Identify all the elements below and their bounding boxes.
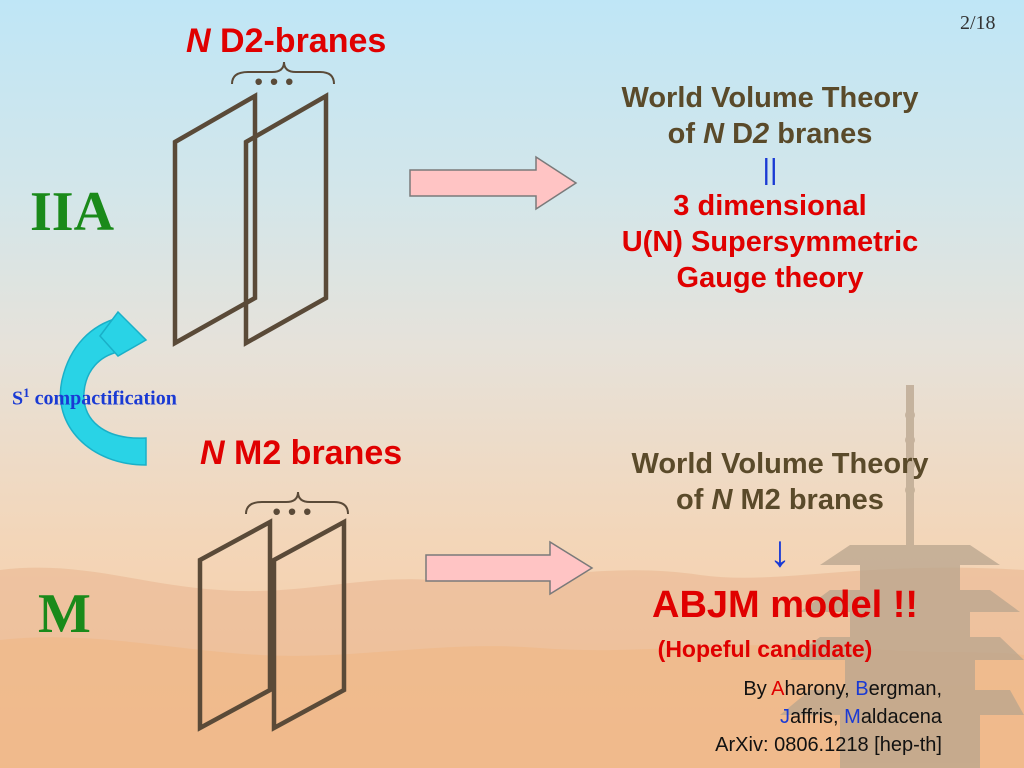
s1-compactification-label: S1 compactification (12, 385, 177, 411)
d2-brane-1 (172, 92, 258, 347)
d2-brace (231, 61, 335, 85)
m2-wv-line2: of N M2 branes (580, 482, 980, 518)
compactification-text: compactification (29, 387, 177, 410)
curved-arrow-head-icon (99, 310, 148, 357)
result-line1: 3 dimensional (673, 190, 867, 222)
d2-wv-line2: of N D2 branes (570, 116, 970, 152)
mountain-near (0, 637, 1024, 768)
d2-ellipsis: ··· (252, 59, 299, 104)
m2-brace (245, 491, 349, 515)
m2-branes-title: N M2 branes (200, 434, 402, 473)
d2-brane-2 (243, 92, 329, 347)
d2-right-arrow (409, 155, 578, 211)
m2-wv-of: of (676, 484, 712, 516)
d2-branes-title: N D2-branes (186, 22, 386, 61)
d2-wv-branes: branes (769, 118, 873, 150)
d2-world-volume-block: World Volume Theory of N D2 branes || 3 … (570, 80, 970, 296)
b-initial: B (855, 678, 869, 700)
bergman-rest: ergman, (868, 678, 942, 700)
authors-line1: By Aharony, Bergman, (612, 675, 942, 703)
jaffris-rest: affris, (790, 706, 845, 728)
m2-title-n: N (200, 434, 225, 472)
by-text: By (743, 678, 772, 700)
m2-title-rest: M2 branes (224, 434, 403, 472)
m2-ellipsis: ··· (270, 489, 317, 534)
d2-wv-n: N (703, 118, 725, 150)
s-letter: S (12, 387, 24, 410)
abjm-model-text: ABJM model !! (652, 584, 918, 626)
s-superscript: 1 (23, 385, 30, 400)
equals-sign: || (762, 154, 778, 186)
a-initial: A (771, 678, 785, 700)
m2-wv-line1: World Volume Theory (631, 448, 929, 480)
d2-wv-two: 2 (753, 118, 770, 150)
d2-wv-of: of (667, 118, 704, 150)
j-initial: J (780, 706, 791, 728)
maldacena-rest: aldacena (860, 706, 942, 728)
m2-brane-2 (271, 518, 347, 732)
d2-wv-d: D (724, 118, 754, 150)
authors-block: By Aharony, Bergman, Jaffris, Maldacena … (612, 675, 942, 759)
aharony-rest: harony, (784, 678, 856, 700)
m2-wv-n: N (711, 484, 733, 516)
arxiv-reference: ArXiv: 0806.1218 [hep-th] (715, 734, 942, 756)
m-label: M (38, 583, 91, 645)
m-initial: M (844, 706, 861, 728)
authors-line2: Jaffris, Maldacena (612, 703, 942, 731)
iia-label: IIA (30, 181, 115, 243)
page-number: 2/18 (960, 12, 996, 34)
d2-title-rest: D2-branes (210, 22, 387, 60)
m2-wv-branes: M2 branes (732, 484, 884, 516)
result-line2: U(N) Supersymmetric (621, 226, 919, 258)
m2-right-arrow (425, 540, 594, 596)
d2-title-n: N (186, 22, 211, 60)
down-arrow-icon: ↓ (769, 527, 791, 576)
m2-world-volume-block: World Volume Theory of N M2 branes (580, 446, 980, 518)
result-line3: Gauge theory (676, 262, 864, 294)
hopeful-candidate-text: (Hopeful candidate) (657, 636, 873, 662)
d2-wv-line1: World Volume Theory (621, 82, 919, 114)
m2-brane-1 (197, 518, 273, 732)
pagoda-silhouette (780, 385, 1024, 768)
